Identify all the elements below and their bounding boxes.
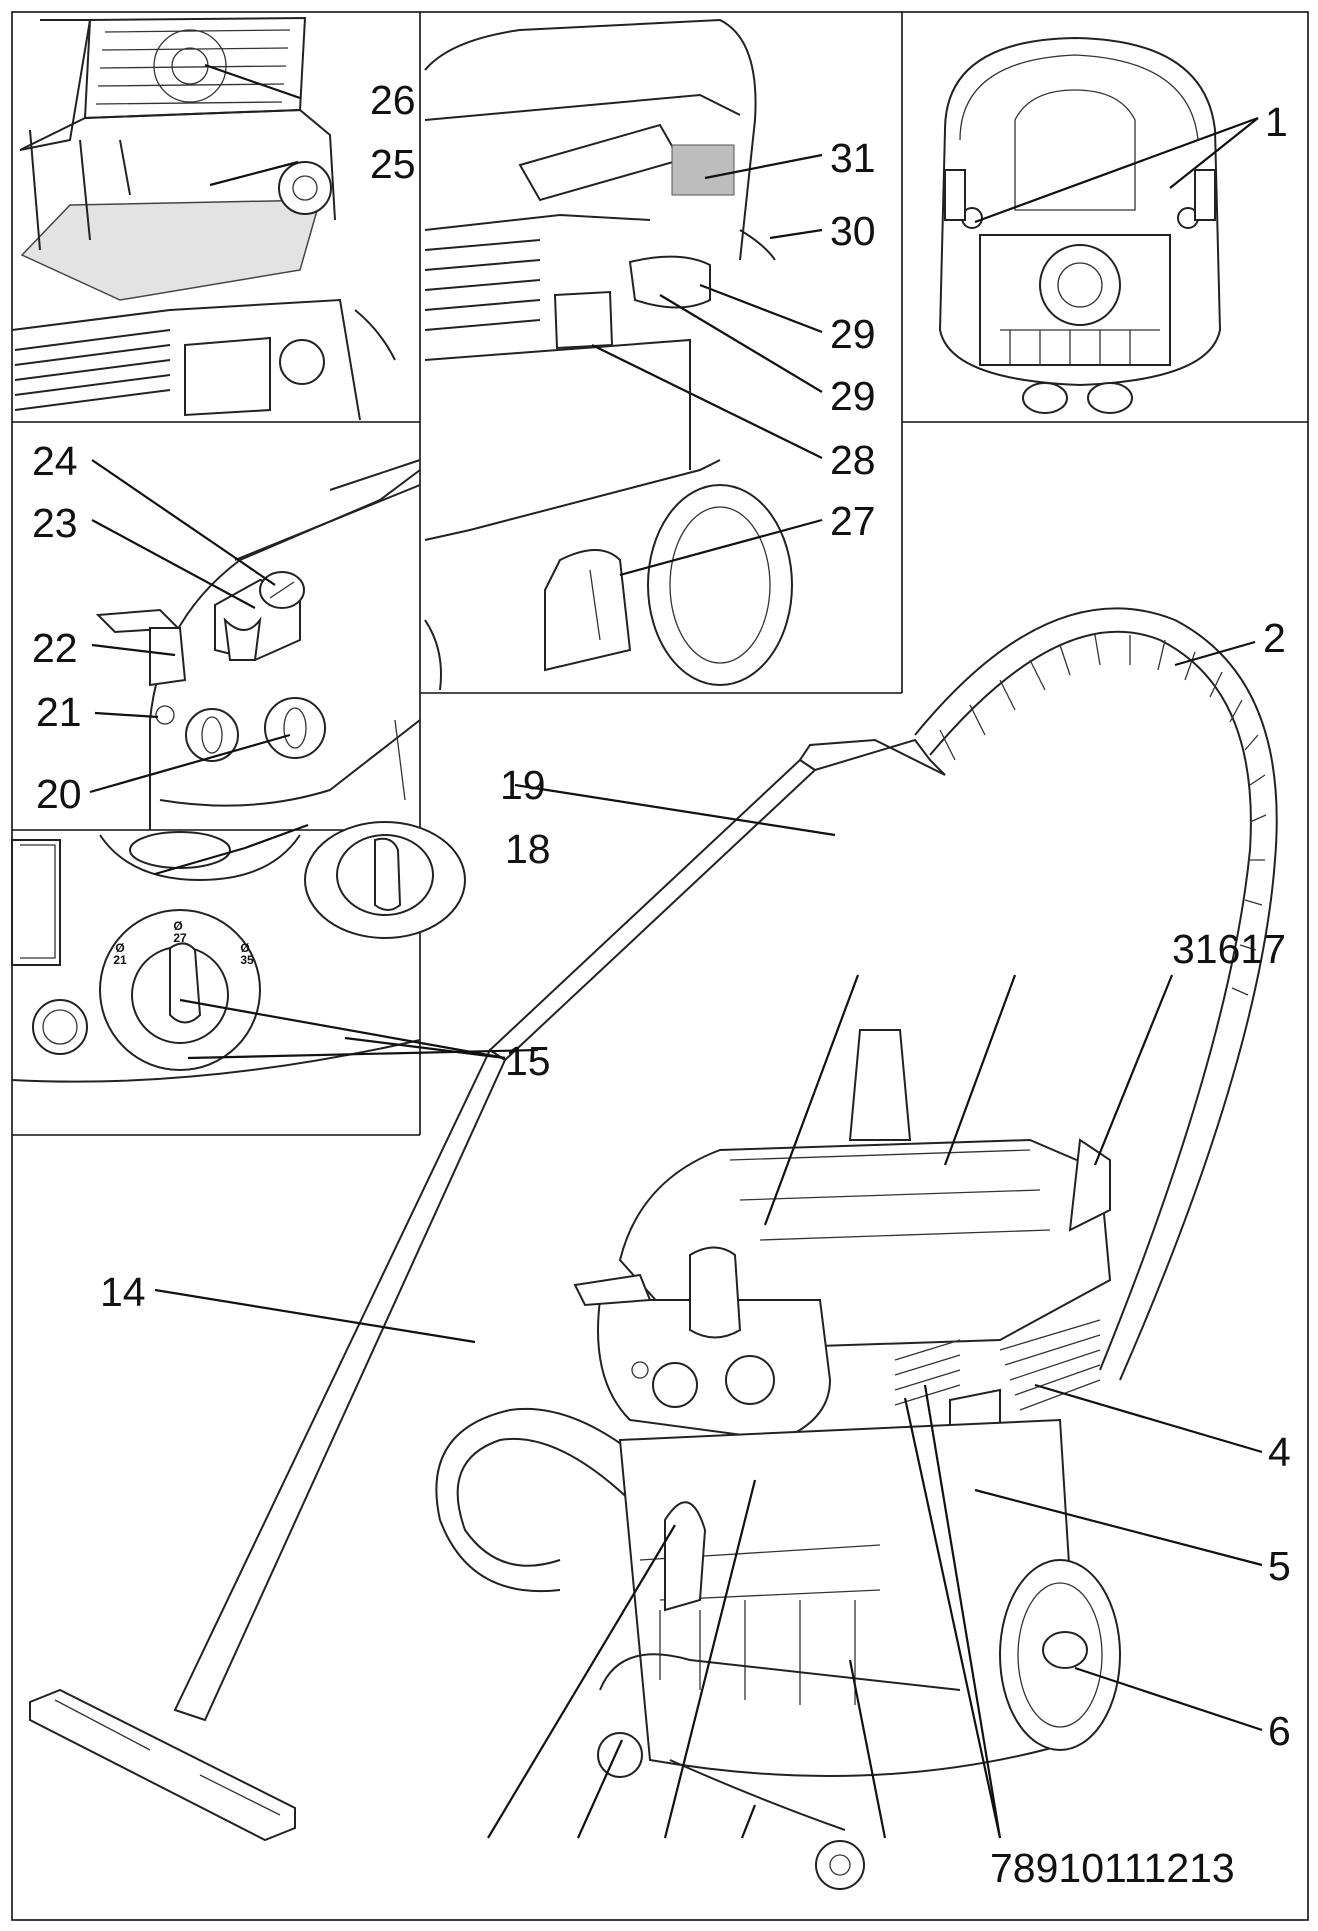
callout-1: 1 [1265, 99, 1288, 145]
panel-rear-view [938, 36, 1222, 414]
carry-handle [848, 1029, 912, 1141]
callout-19: 19 [500, 762, 546, 808]
callout-23: 23 [32, 500, 78, 546]
callout-6: 6 [1268, 1708, 1291, 1754]
callout-15: 15 [505, 1038, 551, 1084]
dial-mark-21: 21 [113, 953, 127, 967]
leader-lines [89, 63, 1263, 1839]
callout-20: 20 [36, 771, 82, 817]
panel-side-view [424, 18, 793, 691]
floor-nozzle [29, 1688, 296, 1842]
callout-2: 2 [1263, 615, 1286, 661]
callout-labels: 26 25 24 23 22 21 20 18 15 31 30 29 29 2… [32, 77, 1291, 1891]
callout-7-13: 78910111213 [990, 1845, 1235, 1891]
suction-wand [173, 1048, 507, 1722]
callout-25: 25 [370, 141, 416, 187]
vacuum-head [618, 1138, 1112, 1352]
caster-left [597, 1732, 643, 1778]
panel-control-panel [95, 459, 421, 830]
callout-21: 21 [36, 689, 82, 735]
callout-31: 31 [830, 135, 876, 181]
panel-speed-dial: Ø 27 Ø 21 Ø 35 [11, 821, 466, 1083]
caster-front [815, 1840, 865, 1890]
callout-27: 27 [830, 498, 876, 544]
callout-18: 18 [505, 826, 551, 872]
dial-mark-27: 27 [173, 931, 187, 945]
callout-4: 4 [1268, 1429, 1291, 1475]
callout-28: 28 [830, 437, 876, 483]
callout-26: 26 [370, 77, 416, 123]
callout-3-16-17: 31617 [1172, 926, 1286, 972]
dial-mark-diameter-right: Ø [240, 941, 249, 955]
callout-22: 22 [32, 625, 78, 671]
hose-inlet [664, 1501, 707, 1612]
dial-mark-35: 35 [240, 953, 254, 967]
main-vacuum-view [29, 607, 1278, 1890]
dial-mark-diameter-top: Ø [173, 919, 182, 933]
callout-5: 5 [1268, 1543, 1291, 1589]
callout-14: 14 [100, 1269, 146, 1315]
panel-filter-compartment [11, 16, 396, 421]
callout-29-lower: 29 [830, 373, 876, 419]
callout-24: 24 [32, 438, 78, 484]
dial-mark-diameter-left: Ø [115, 941, 124, 955]
callout-30: 30 [830, 208, 876, 254]
callout-29-upper: 29 [830, 311, 876, 357]
